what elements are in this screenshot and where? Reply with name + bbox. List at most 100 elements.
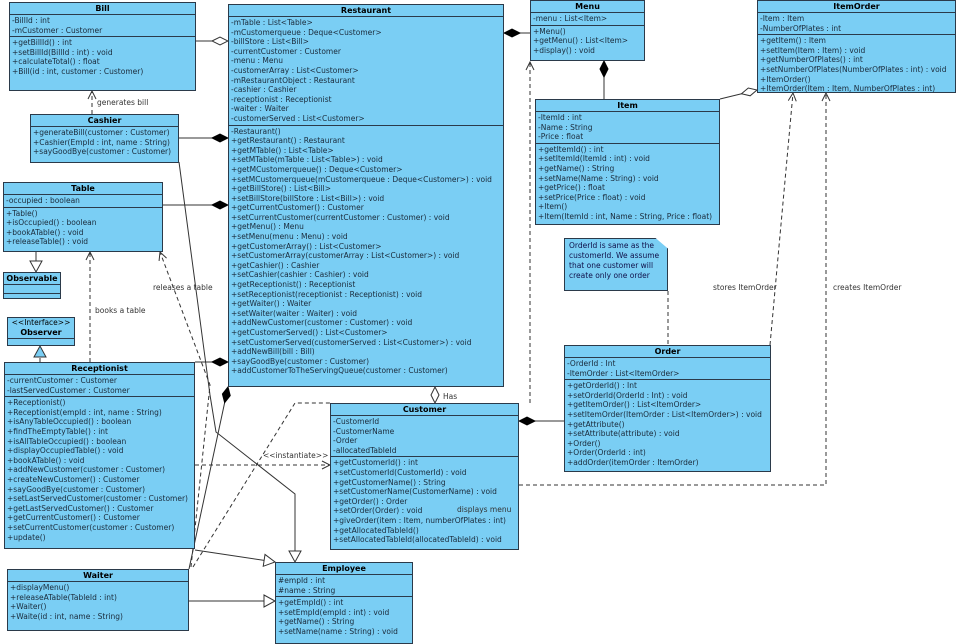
method: +ItemOrder(Item : Item, NumberOfPlates :…	[760, 84, 936, 93]
attribute: -OrderId : Int	[567, 359, 616, 368]
class-item[interactable]: Item-ItemId : int-Name : String-Price : …	[535, 99, 720, 225]
methods-section: +getBillId() : int+setBillId(BillId : in…	[10, 37, 195, 77]
cashier-employee-generalization	[178, 161, 302, 564]
class-name: Item	[617, 101, 638, 110]
method: +addNewCustomer(customer : Customer) : v…	[231, 318, 413, 328]
releases-a-table-dependency	[160, 252, 211, 568]
method: +getMTable() : List<Table>	[231, 145, 334, 155]
method: +getWaiter() : Waiter	[231, 299, 312, 309]
class-header: Menu	[531, 1, 644, 13]
class-table[interactable]: Table-occupied : boolean+Table()+isOccup…	[3, 182, 163, 252]
methods-section: +Table()+isOccupied() : boolean+bookATab…	[4, 208, 162, 248]
method: +setName(Name : String) : void	[538, 173, 659, 183]
item-itemorder-aggregation	[719, 90, 757, 100]
attribute: -Item : Item	[760, 14, 805, 23]
class-header: Waiter	[8, 570, 188, 582]
attribute: -Price : float	[538, 132, 584, 142]
class-header: Customer	[331, 404, 518, 416]
attribute: #name : String	[278, 585, 336, 595]
attributes-section: -menu : List<Item>	[531, 13, 644, 26]
method: +Receptionist(empId : int, name : String…	[7, 407, 162, 417]
label-creates-itemorder: creates ItemOrder	[833, 283, 902, 292]
class-itemorder[interactable]: ItemOrder-Item : Item-NumberOfPlates : i…	[757, 0, 956, 93]
method: +createNewCustomer() : Customer	[7, 474, 140, 484]
method: +setCashier(cashier : Cashier) : void	[231, 270, 369, 280]
attribute: -Order	[333, 436, 358, 446]
class-header: Observable	[4, 273, 60, 285]
method: +findTheEmptyTable() : int	[7, 426, 108, 436]
attributes-section: -currentCustomer : Customer-lastServedCu…	[5, 375, 194, 398]
label-generates-bill: generates bill	[97, 98, 149, 107]
attribute: -lastServedCustomer : Customer	[7, 385, 130, 395]
method: +getAllocatedTableId()	[333, 525, 419, 535]
class-header: ItemOrder	[758, 1, 955, 13]
method: +getItemOrder() : List<ItemOrder>	[567, 400, 702, 410]
note-orderid[interactable]: OrderId is same as the customerId. We as…	[564, 238, 668, 291]
method: +setCustomerName(CustomerName) : void	[333, 487, 497, 497]
method: +displayMenu()	[10, 583, 70, 592]
displays-menu-dependency	[192, 402, 330, 568]
class-waiter[interactable]: Waiter+displayMenu()+releaseATable(Table…	[7, 569, 189, 631]
attribute: -mTable : List<Table>	[231, 18, 313, 27]
method: +bookATable() : void	[7, 455, 85, 465]
class-name: Order	[654, 347, 681, 356]
attributes-section: -mTable : List<Table>-mCustomerqueue : D…	[229, 17, 503, 126]
class-header: Receptionist	[5, 363, 194, 375]
class-header: Item	[536, 100, 719, 112]
method: -Restaurant()	[231, 126, 281, 136]
method: +getName() : String	[278, 617, 355, 627]
method: +releaseTable() : void	[6, 237, 89, 247]
method: +getItemId() : int	[538, 144, 604, 154]
stereotype-label: <<Interface>>	[11, 318, 71, 327]
method: +setCustomerArray(customerArray : List<C…	[231, 251, 460, 261]
attribute: -waiter : Waiter	[231, 104, 289, 114]
method: +setEmpId(empId : int) : void	[278, 607, 390, 617]
method: +getCurrentCustomer() : Customer	[231, 203, 364, 213]
attribute: -CustomerId	[333, 417, 380, 426]
class-customer[interactable]: Customer-CustomerId-CustomerName-Order-a…	[330, 403, 519, 550]
method: +getCustomerId() : int	[333, 458, 418, 468]
attribute: -billStore : List<Bill>	[231, 37, 309, 47]
class-name: Cashier	[87, 116, 122, 125]
method: +update()	[7, 532, 46, 542]
class-name: Menu	[575, 2, 600, 11]
attribute: #empId : int	[278, 576, 326, 585]
method: +setBillStore(billStore : List<Bill>) : …	[231, 193, 385, 203]
class-receptionist[interactable]: Receptionist-currentCustomer : Customer-…	[4, 362, 195, 549]
method: +setOrder(Order) : void	[333, 506, 423, 516]
class-cashier[interactable]: Cashier +generateBill(customer : Customer…	[30, 114, 179, 163]
method: +isAllTableOccupied() : boolean	[7, 436, 127, 446]
label-has: Has	[443, 392, 458, 401]
method: +setCustomerId(CustomerId) : void	[333, 467, 467, 477]
method: +isOccupied() : boolean	[6, 218, 97, 228]
method: +setCurrentCustomer(currentCustomer : Cu…	[231, 212, 450, 222]
method: +getMenu() : Menu	[231, 222, 304, 232]
class-name: ItemOrder	[833, 2, 880, 11]
class-employee[interactable]: Employee#empId : int#name : String+getEm…	[275, 562, 413, 644]
method: +sayGoodBye(customer : Customer)	[7, 484, 146, 494]
attribute: -customerArray : List<Customer>	[231, 65, 359, 75]
interface-observer[interactable]: <<Interface>>Observer	[7, 317, 75, 346]
class-name: Restaurant	[340, 6, 392, 15]
attributes-section: -BillId : int-mCustomer : Customer	[10, 15, 195, 38]
class-restaurant[interactable]: Restaurant -mTable : List<Table>-mCustome…	[228, 4, 504, 387]
method: +setName(name : String) : void	[278, 626, 398, 636]
method: +getCustomerServed() : List<Customer>	[231, 328, 388, 337]
class-bill[interactable]: Bill-BillId : int-mCustomer : Customer+g…	[9, 2, 196, 91]
method: +setAllocatedTableId(allocatedTableId) :…	[333, 535, 502, 545]
label-stores-itemorder: stores ItemOrder	[713, 283, 777, 292]
attribute: -mCustomerqueue : Deque<Customer>	[231, 27, 382, 37]
class-menu[interactable]: Menu-menu : List<Item>+Menu()+getMenu() …	[530, 0, 645, 61]
class-header: Restaurant	[229, 5, 503, 17]
attribute: -receptionist : Receptionist	[231, 94, 332, 104]
class-observable[interactable]: Observable	[3, 272, 61, 299]
method: +addNewCustomer(customer : Customer)	[7, 465, 166, 475]
method: +setWaiter(waiter : Waiter) : void	[231, 308, 358, 318]
methods-section: +generateBill(customer : Customer)+Cashi…	[31, 127, 178, 158]
label-displays-menu: displays menu	[457, 505, 512, 514]
class-order[interactable]: Order-OrderId : Int-ItemOrder : List<Ite…	[564, 345, 771, 472]
class-header: <<Interface>>Observer	[8, 318, 74, 339]
method: +addNewBill(bill : Bill)	[231, 347, 315, 357]
attribute: -menu : List<Item>	[533, 14, 608, 23]
